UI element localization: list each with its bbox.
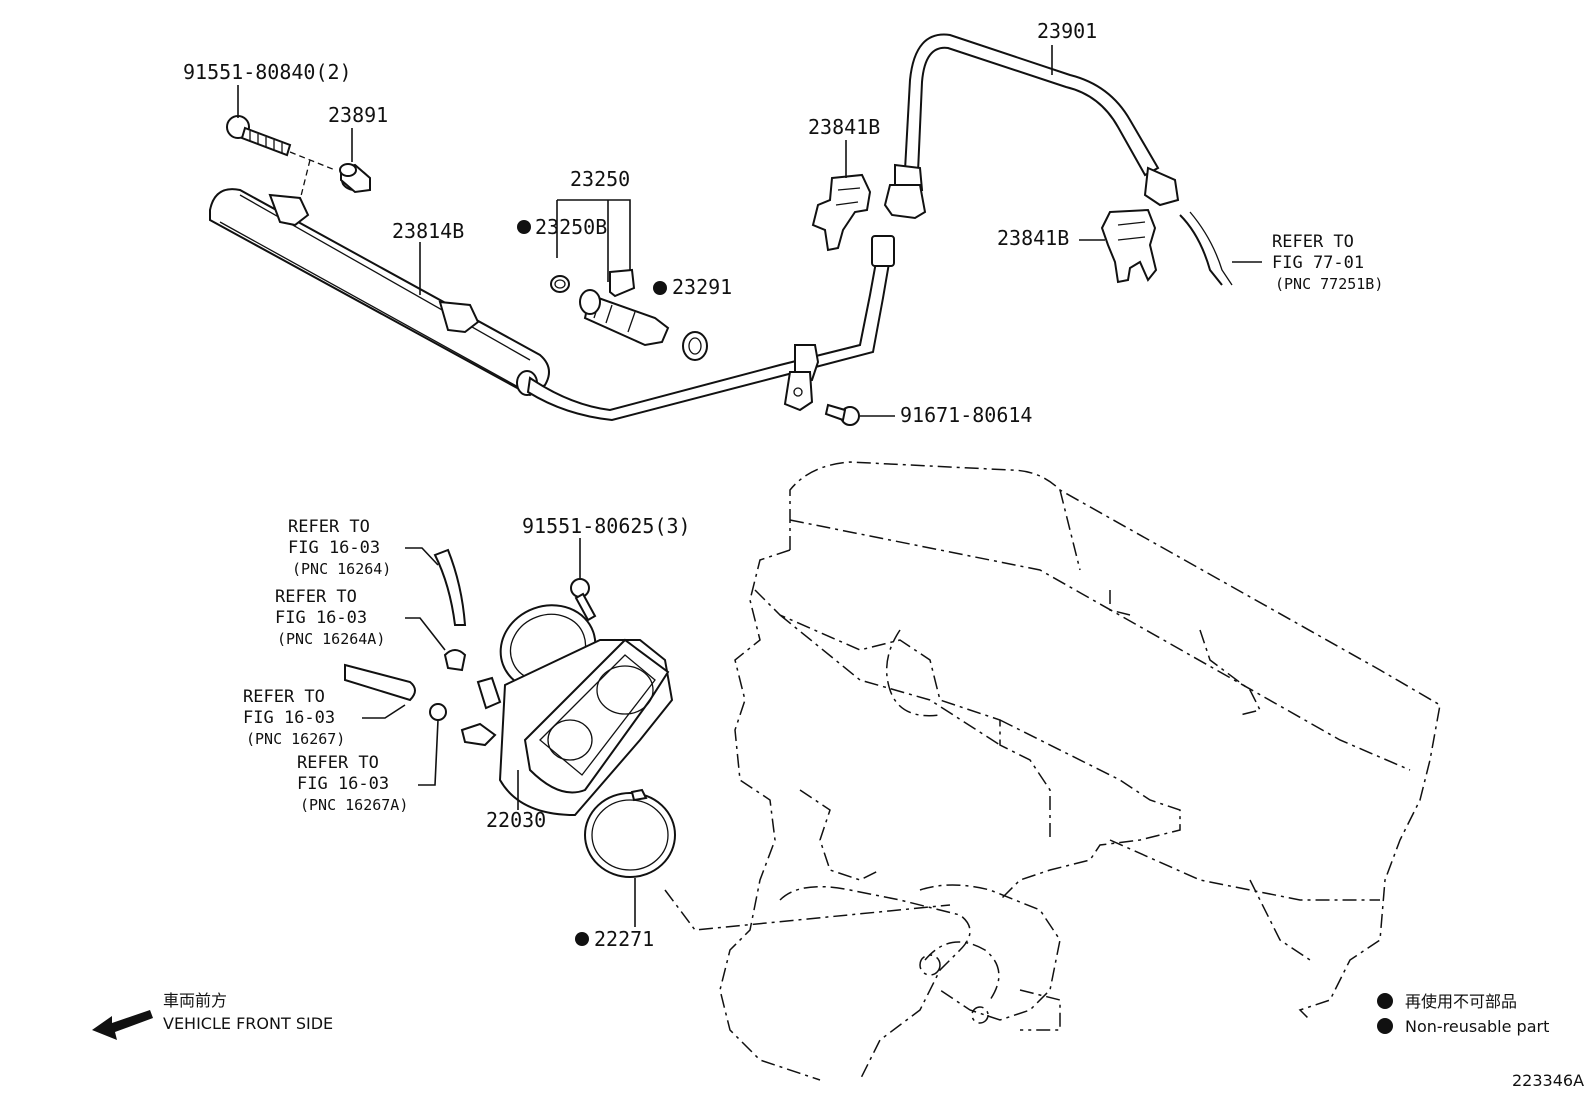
direction-jp: 車両前方 [163, 991, 227, 1010]
ref1-pnc: (PNC 16264) [292, 560, 391, 578]
gasket-part [584, 788, 676, 878]
legend-en: Non-reusable part [1405, 1017, 1549, 1036]
spacer-part [339, 163, 371, 194]
label-clip-upper: 23841B [808, 115, 880, 139]
vehicle-front-indicator: 車両前方 VEHICLE FRONT SIDE [92, 991, 333, 1040]
label-delivery-pipe: 23814B [392, 219, 464, 243]
ref1-line2: FIG 16-03 [288, 538, 380, 558]
non-reusable-marker [653, 281, 667, 295]
non-reusable-marker [517, 220, 531, 234]
label-injector-oring: 23250B [535, 215, 607, 239]
ref2-pnc: (PNC 16264A) [277, 630, 385, 648]
ref4-line1: REFER TO [297, 753, 379, 773]
throttle-body-part [460, 604, 674, 817]
legend: 再使用不可部品 Non-reusable part [1377, 992, 1549, 1036]
label-bolt-throttle: 91551-80625(3) [522, 514, 691, 538]
reference-fig77: REFER TO FIG 77-01 (PNC 77251B) [1272, 232, 1383, 293]
fuel-hose-part [883, 33, 1180, 220]
fuel-tube-part [526, 235, 895, 422]
label-insulator: 23291 [672, 275, 732, 299]
reference-3: REFER TO FIG 16-03 (PNC 16267) [243, 687, 345, 748]
reference-1: REFER TO FIG 16-03 (PNC 16264) [288, 517, 391, 578]
clip-upper-part [811, 173, 872, 252]
label-throttle-body: 22030 [486, 808, 546, 832]
ref4-line2: FIG 16-03 [297, 774, 389, 794]
ref2-line2: FIG 16-03 [275, 608, 367, 628]
ref3-pnc: (PNC 16267) [246, 730, 345, 748]
ref-fig77-pnc: (PNC 77251B) [1275, 275, 1383, 293]
delivery-pipe-part [209, 188, 550, 397]
label-fuel-hose: 23901 [1037, 19, 1097, 43]
clip-right-part [1100, 208, 1158, 284]
label-spacer: 23891 [328, 103, 388, 127]
ref-fig77-line2: FIG 77-01 [1272, 253, 1364, 273]
leader-lines [237, 45, 1262, 927]
label-bolt-bracket: 91671-80614 [900, 403, 1032, 427]
reference-2: REFER TO FIG 16-03 (PNC 16264A) [275, 587, 385, 648]
label-bolt-top: 91551-80840(2) [183, 60, 352, 84]
bracket-bolt-part [824, 403, 860, 426]
non-reusable-legend-dot [1377, 1018, 1393, 1034]
non-reusable-marker [575, 932, 589, 946]
ref2-line1: REFER TO [275, 587, 357, 607]
hoses-part [344, 548, 467, 721]
ref-fig77-line1: REFER TO [1272, 232, 1354, 252]
bolt-throttle-part [570, 578, 597, 622]
label-clip-right: 23841B [997, 226, 1069, 250]
ref3-line1: REFER TO [243, 687, 325, 707]
injector-part [550, 268, 708, 361]
non-reusable-legend-dot [1377, 993, 1393, 1009]
figure-id: 223346A [1512, 1071, 1584, 1090]
reference-4: REFER TO FIG 16-03 (PNC 16267A) [297, 753, 408, 814]
arrow-left-icon [92, 1010, 153, 1040]
ref1-line1: REFER TO [288, 517, 370, 537]
legend-jp: 再使用不可部品 [1405, 992, 1517, 1011]
return-hose-part [1179, 214, 1223, 286]
direction-en: VEHICLE FRONT SIDE [163, 1014, 333, 1033]
ref4-pnc: (PNC 16267A) [300, 796, 408, 814]
bolt-top-part [226, 115, 336, 201]
label-injector-assy: 23250 [570, 167, 630, 191]
engine-phantom [664, 461, 1441, 1081]
part-labels: 91551-80840(2) 23891 23814B 23250 23250B… [183, 19, 1097, 951]
label-gasket: 22271 [594, 927, 654, 951]
ref3-line2: FIG 16-03 [243, 708, 335, 728]
